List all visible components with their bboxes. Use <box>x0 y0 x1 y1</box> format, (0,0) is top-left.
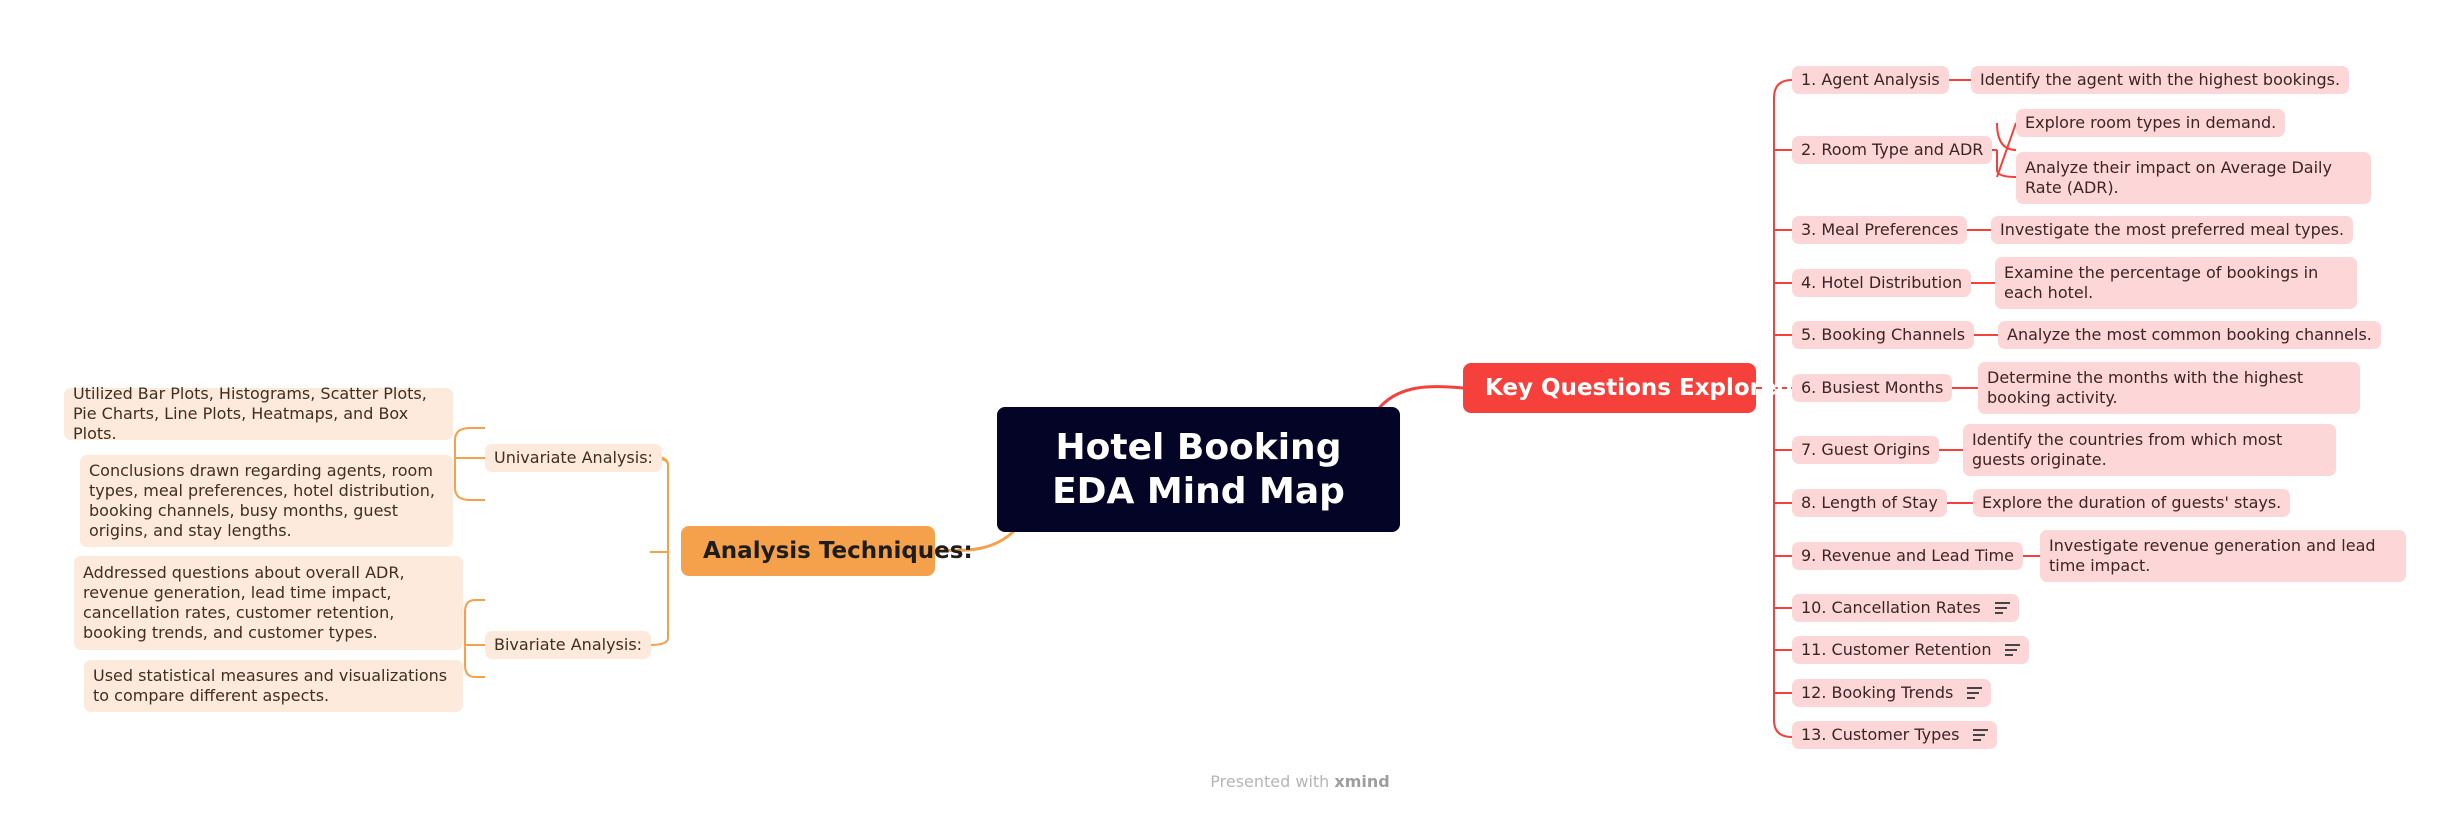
analysis-detail[interactable]: Used statistical measures and visualizat… <box>84 660 463 712</box>
question-booking-channels[interactable]: 5. Booking Channels <box>1792 321 1975 349</box>
question-hotel-distribution[interactable]: 4. Hotel Distribution <box>1792 269 1972 297</box>
question-detail[interactable]: Identify the agent with the highest book… <box>1971 66 2350 94</box>
question-detail-text: Examine the percentage of bookings in ea… <box>2004 263 2319 302</box>
question-cancellation-rates[interactable]: 10. Cancellation Rates <box>1792 594 2019 622</box>
group-label: Univariate Analysis: <box>494 448 653 467</box>
question-detail-text: Analyze their impact on Average Daily Ra… <box>2025 158 2332 197</box>
analysis-techniques-topic[interactable]: Analysis Techniques: <box>681 526 973 576</box>
analysis-detail[interactable]: Conclusions drawn regarding agents, room… <box>80 455 453 547</box>
question-customer-retention[interactable]: 11. Customer Retention <box>1792 636 2030 664</box>
question-guest-origins[interactable]: 7. Guest Origins <box>1792 436 1940 464</box>
question-label: 4. Hotel Distribution <box>1801 273 1963 292</box>
question-label: 3. Meal Preferences <box>1801 220 1959 239</box>
question-detail-text: Analyze the most common booking channels… <box>2007 325 2372 344</box>
question-busiest-months[interactable]: 6. Busiest Months <box>1792 374 1953 402</box>
question-length-of-stay[interactable]: 8. Length of Stay <box>1792 489 1947 517</box>
key-questions-topic[interactable]: Key Questions Explored: <box>1463 363 1802 413</box>
analysis-detail[interactable]: Addressed questions about overall ADR, r… <box>74 556 463 650</box>
question-label: 8. Length of Stay <box>1801 493 1938 512</box>
question-detail-text: Determine the months with the highest bo… <box>1987 368 2304 407</box>
question-detail[interactable]: Analyze their impact on Average Daily Ra… <box>2016 152 2371 204</box>
notes-icon[interactable] <box>2005 644 2021 656</box>
analysis-detail-text: Utilized Bar Plots, Histograms, Scatter … <box>73 384 427 443</box>
analysis-detail-text: Used statistical measures and visualizat… <box>93 666 448 705</box>
question-detail[interactable]: Identify the countries from which most g… <box>1963 424 2336 476</box>
analysis-detail-text: Conclusions drawn regarding agents, room… <box>89 461 435 540</box>
question-detail[interactable]: Explore room types in demand. <box>2016 109 2286 137</box>
question-detail[interactable]: Analyze the most common booking channels… <box>1998 321 2381 349</box>
question-detail-text: Investigate revenue generation and lead … <box>2049 536 2376 575</box>
notes-icon[interactable] <box>1994 602 2010 614</box>
notes-icon[interactable] <box>1973 729 1989 741</box>
question-label: 6. Busiest Months <box>1801 378 1944 397</box>
question-label: 7. Guest Origins <box>1801 440 1931 459</box>
question-label: 13. Customer Types <box>1801 725 1960 744</box>
question-revenue-lead-time[interactable]: 9. Revenue and Lead Time <box>1792 542 2023 570</box>
footer-brand[interactable]: xmind <box>1334 772 1390 791</box>
question-customer-types[interactable]: 13. Customer Types <box>1792 721 1998 749</box>
central-title: Hotel Booking EDA Mind Map <box>1052 426 1345 512</box>
question-detail-text: Explore the duration of guests' stays. <box>1982 493 2282 512</box>
analysis-detail-text: Addressed questions about overall ADR, r… <box>83 563 405 642</box>
question-label: 10. Cancellation Rates <box>1801 598 1981 617</box>
group-label: Bivariate Analysis: <box>494 635 643 654</box>
central-topic[interactable]: Hotel Booking EDA Mind Map <box>997 407 1400 532</box>
analysis-detail[interactable]: Utilized Bar Plots, Histograms, Scatter … <box>64 384 453 443</box>
question-label: 9. Revenue and Lead Time <box>1801 546 2014 565</box>
question-room-type-adr[interactable]: 2. Room Type and ADR <box>1792 136 1993 164</box>
question-detail[interactable]: Explore the duration of guests' stays. <box>1973 489 2291 517</box>
question-detail[interactable]: Investigate the most preferred meal type… <box>1991 216 2354 244</box>
bivariate-analysis-topic[interactable]: Bivariate Analysis: <box>485 631 652 659</box>
question-detail[interactable]: Investigate revenue generation and lead … <box>2040 530 2406 582</box>
notes-icon[interactable] <box>1967 687 1983 699</box>
question-label: 11. Customer Retention <box>1801 640 1992 659</box>
question-label: 1. Agent Analysis <box>1801 70 1940 89</box>
question-detail[interactable]: Examine the percentage of bookings in ea… <box>1995 257 2357 309</box>
question-detail-text: Explore room types in demand. <box>2025 113 2277 132</box>
question-label: 5. Booking Channels <box>1801 325 1966 344</box>
analysis-techniques-label: Analysis Techniques: <box>703 538 973 564</box>
footer: Presented with xmind <box>1100 772 1500 791</box>
question-label: 12. Booking Trends <box>1801 683 1954 702</box>
question-booking-trends[interactable]: 12. Booking Trends <box>1792 679 1992 707</box>
question-detail[interactable]: Determine the months with the highest bo… <box>1978 362 2360 414</box>
key-questions-label: Key Questions Explored: <box>1485 375 1803 401</box>
question-detail-text: Identify the countries from which most g… <box>1972 430 2283 469</box>
footer-prefix: Presented with <box>1210 772 1330 791</box>
question-detail-text: Identify the agent with the highest book… <box>1980 70 2341 89</box>
univariate-analysis-topic[interactable]: Univariate Analysis: <box>485 444 662 472</box>
question-meal-preferences[interactable]: 3. Meal Preferences <box>1792 216 1968 244</box>
question-agent-analysis[interactable]: 1. Agent Analysis <box>1792 66 1949 94</box>
question-label: 2. Room Type and ADR <box>1801 140 1984 159</box>
question-detail-text: Investigate the most preferred meal type… <box>2000 220 2345 239</box>
